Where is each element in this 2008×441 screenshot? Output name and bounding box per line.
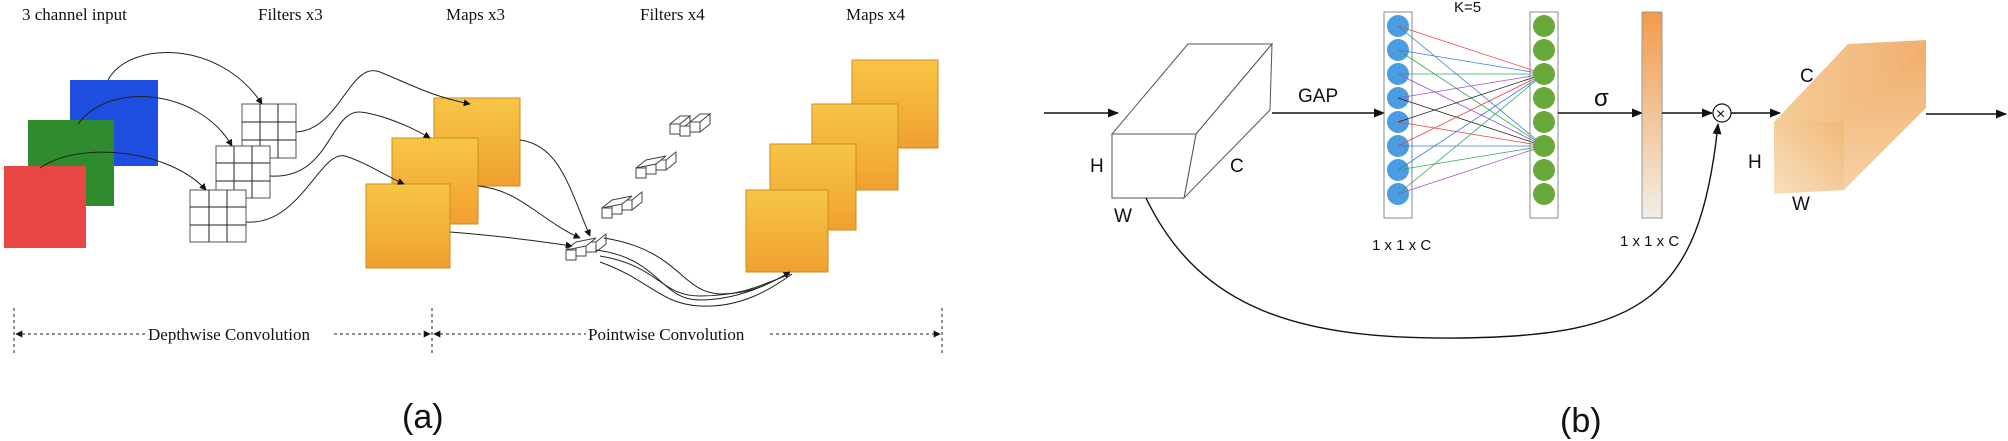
pooled-vector-frame [1383, 11, 1413, 219]
multiply-symbol: × [1716, 106, 1725, 123]
connector [245, 155, 405, 223]
input-tensor-cuboid [1110, 42, 1274, 200]
green-node [1533, 39, 1555, 61]
maps-x4-label: Maps x4 [846, 5, 906, 24]
output-tensor-cuboid [1774, 40, 1926, 194]
channel-weight-bar [1641, 11, 1663, 219]
green-node [1533, 183, 1555, 205]
output-w-label: W [1792, 194, 1810, 215]
input-h-label: H [1090, 156, 1104, 177]
kernel-size-label: K=5 [1454, 0, 1481, 16]
gap-label: GAP [1298, 86, 1338, 107]
connector [449, 231, 573, 249]
input-channel-red [4, 166, 86, 248]
feature-map-3 [365, 183, 451, 269]
pointwise-filter-3 [601, 190, 643, 219]
connector [107, 52, 263, 105]
panel-a-caption: (a) [402, 398, 444, 436]
green-node [1533, 63, 1555, 85]
green-node [1533, 135, 1555, 157]
output-h-label: H [1748, 152, 1762, 173]
sigma-label: σ [1594, 85, 1609, 112]
connector [295, 70, 471, 133]
output-map-4 [745, 189, 829, 273]
attention-vector-frame [1529, 11, 1559, 219]
weight-vector-dims: 1 x 1 x C [1620, 233, 1679, 250]
connection-line [1397, 73, 1545, 171]
connector [269, 111, 431, 177]
connector [599, 261, 793, 307]
connection-line [1397, 73, 1545, 195]
panel-a: 3 channel input Filters x3 Maps x3 Filte… [4, 5, 943, 436]
input-w-label: W [1114, 206, 1132, 227]
connection-line [1397, 25, 1545, 75]
connector [477, 185, 581, 239]
connection-line [1397, 73, 1545, 123]
connection-line [1397, 145, 1545, 195]
depthwise-label: Depthwise Convolution [148, 325, 310, 344]
depthwise-filter-3 [189, 189, 247, 243]
skip-connection [1145, 122, 1722, 339]
input-label: 3 channel input [22, 5, 127, 24]
green-node [1533, 159, 1555, 181]
panel-b: H W C GAP K=5 1 x 1 x C σ 1 x 1 x C × [1044, 0, 2008, 440]
pooled-vector-nodes [1387, 15, 1409, 205]
pointwise-label: Pointwise Convolution [588, 325, 745, 344]
connector [39, 151, 207, 191]
connection-line [1397, 49, 1545, 75]
input-c-label: C [1230, 156, 1244, 177]
connector [599, 255, 791, 297]
green-node [1533, 111, 1555, 133]
pointwise-filter-1 [668, 112, 712, 137]
attention-vector-nodes [1533, 15, 1555, 205]
green-node [1533, 87, 1555, 109]
pooled-vector-dims: 1 x 1 x C [1372, 237, 1431, 254]
connector [603, 237, 791, 295]
pointwise-filter-2 [635, 150, 677, 179]
connector [519, 139, 591, 237]
connection-line [1397, 73, 1545, 99]
output-c-label: C [1800, 66, 1814, 87]
filters-x3-label: Filters x3 [258, 5, 323, 24]
connector [77, 96, 233, 147]
panel-b-caption: (b) [1560, 402, 1602, 440]
maps-x3-label: Maps x3 [446, 5, 505, 24]
depthwise-filter-2 [215, 145, 271, 199]
conv1d-connections [1397, 25, 1545, 195]
connection-line [1397, 73, 1545, 147]
filters-x4-label: Filters x4 [640, 5, 705, 24]
connection-line [1397, 145, 1545, 171]
green-node [1533, 15, 1555, 37]
